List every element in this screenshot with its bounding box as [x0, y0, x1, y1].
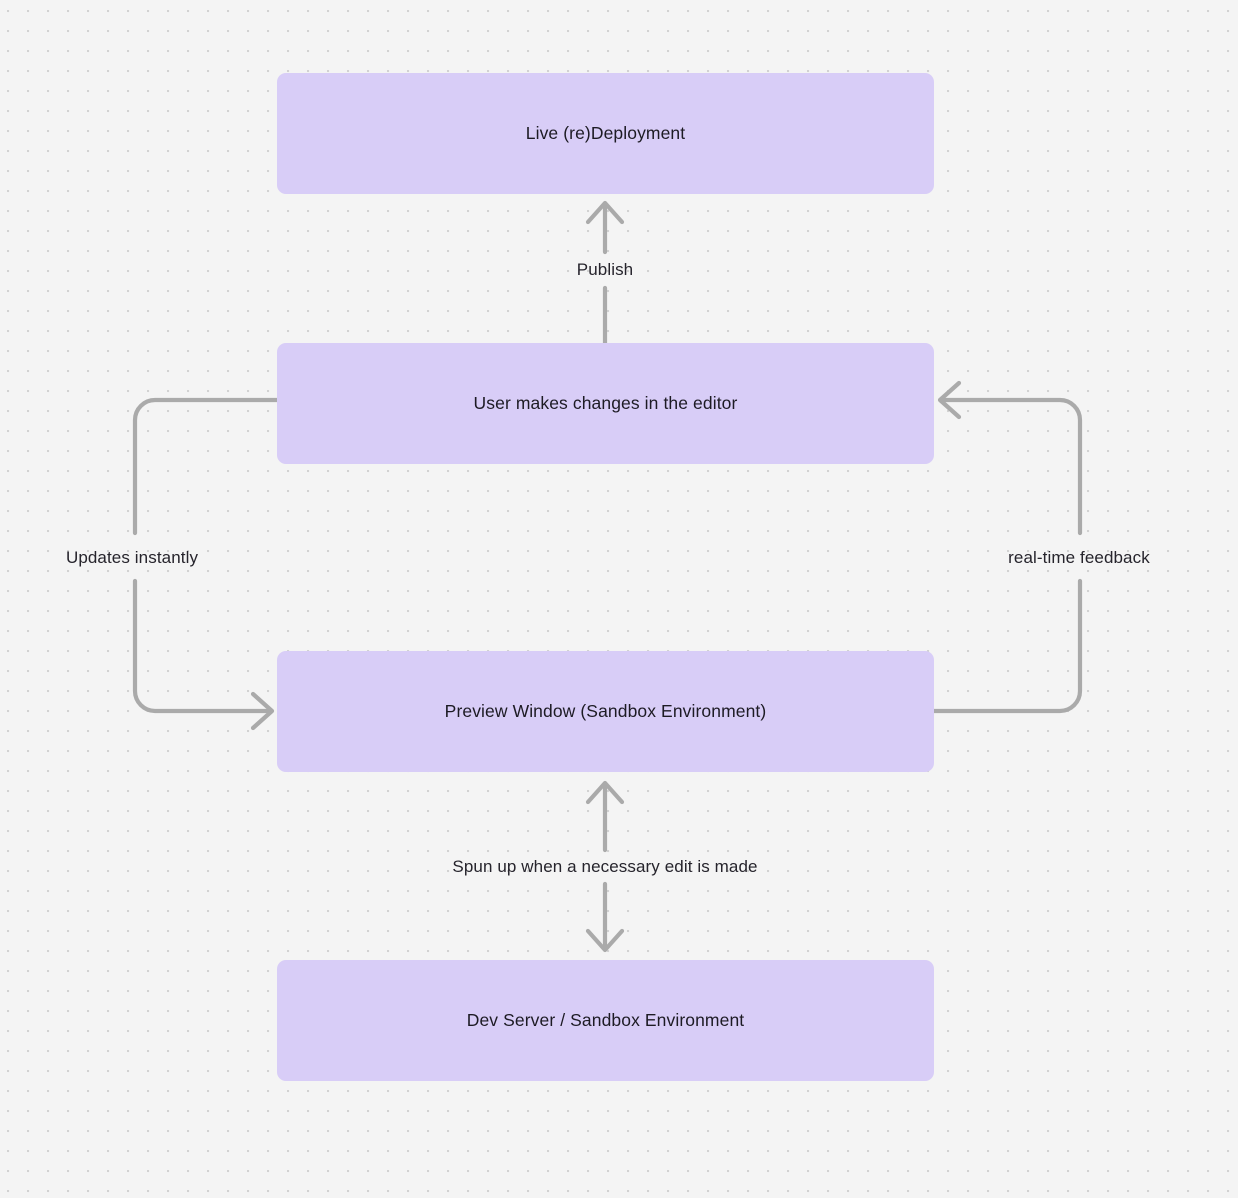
edge-label-updates-instantly: Updates instantly — [65, 547, 199, 567]
edge-label-publish: Publish — [576, 259, 634, 279]
node-dev-server-label: Dev Server / Sandbox Environment — [466, 1010, 745, 1031]
node-live-deployment[interactable]: Live (re)Deployment — [277, 73, 934, 194]
node-live-deployment-label: Live (re)Deployment — [525, 123, 686, 144]
node-user-edits-label: User makes changes in the editor — [473, 393, 738, 414]
node-preview-window[interactable]: Preview Window (Sandbox Environment) — [277, 651, 934, 772]
node-preview-window-label: Preview Window (Sandbox Environment) — [444, 701, 767, 722]
edge-label-real-time-feedback: real-time feedback — [1008, 547, 1150, 567]
node-user-edits[interactable]: User makes changes in the editor — [277, 343, 934, 464]
edge-label-spun-up: Spun up when a necessary edit is made — [452, 856, 758, 876]
node-dev-server[interactable]: Dev Server / Sandbox Environment — [277, 960, 934, 1081]
